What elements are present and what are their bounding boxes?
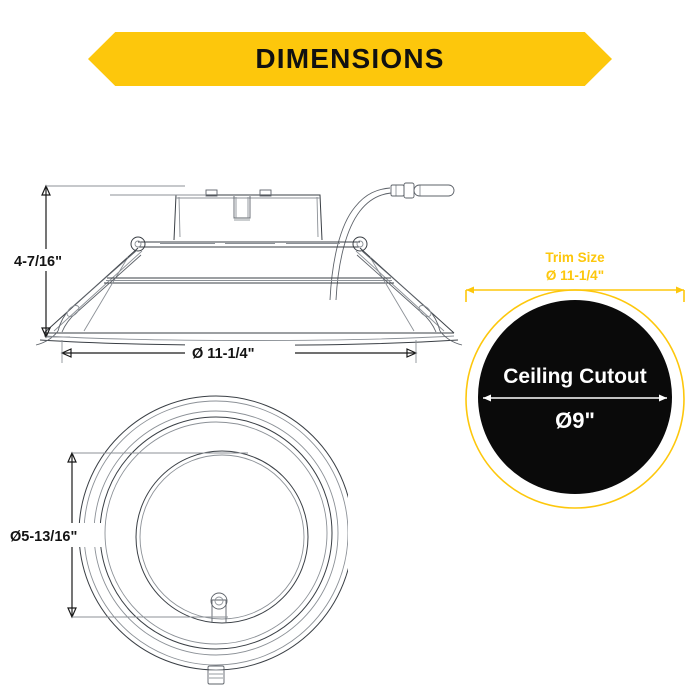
trim-size-label-line2: Ø 11-1/4" — [546, 268, 604, 283]
height-dimension-label: 4-7/16" — [14, 254, 62, 270]
junction-box — [110, 189, 323, 241]
aperture-rings — [135, 450, 309, 624]
cutout-diameter-label: Ø9" — [555, 408, 595, 433]
height-dimension-line: 4-7/16" — [12, 184, 185, 339]
width-dimension-line: Ø 11-1/4" — [60, 340, 418, 364]
bottom-mounting-tab — [207, 665, 225, 685]
trim-size-label-line1: Trim Size — [545, 250, 605, 265]
trim-ring-outline — [465, 289, 685, 509]
trim-size-dimension-bracket — [465, 286, 685, 302]
dimensions-banner: DIMENSIONS — [88, 32, 612, 86]
cutout-dimension-arrow — [483, 394, 667, 402]
reflector-cone — [39, 247, 459, 346]
power-wire-with-connector — [329, 182, 455, 301]
width-dimension-label: Ø 11-1/4" — [192, 346, 255, 362]
bottom-view-drawing: Ø5-13/16" — [8, 395, 348, 685]
aperture-dimension-label: Ø5-13/16" — [10, 529, 77, 545]
aperture-dimension-line: Ø5-13/16" — [8, 451, 248, 619]
top-flange-plate — [130, 236, 368, 252]
mounting-spring-clips — [35, 250, 463, 346]
ceiling-cutout-diagram: Trim Size Ø 11-1/4" Ceiling Cutout Ø9" — [465, 250, 685, 509]
ceiling-cutout-disc — [478, 300, 672, 494]
banner-background-shape — [88, 32, 612, 86]
ceiling-cutout-label: Ceiling Cutout — [503, 365, 646, 388]
page-title: DIMENSIONS — [255, 43, 445, 74]
side-view-drawing: 4-7/16" Ø 11-1/4" — [12, 182, 463, 364]
screw-detail — [210, 592, 228, 623]
